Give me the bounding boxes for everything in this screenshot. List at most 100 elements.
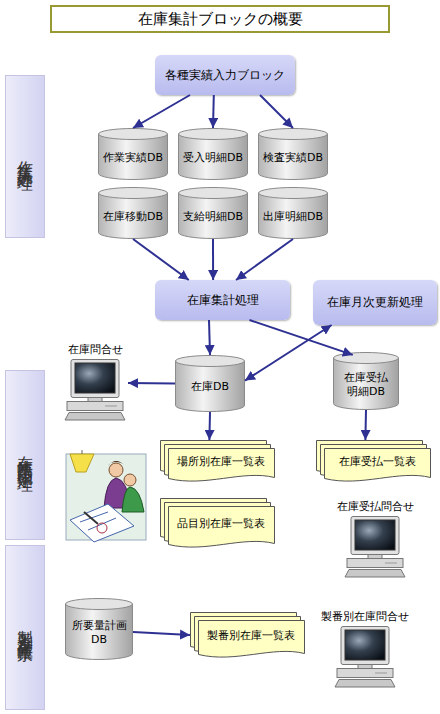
- terminal-label: 製番別在庫問合せ: [321, 610, 409, 624]
- cylinder-top: [179, 188, 248, 199]
- diagram-title: 在庫集計ブロックの概要: [138, 10, 303, 29]
- terminal-node: 製番別在庫問合せ: [313, 610, 417, 702]
- process-box: 在庫集計処理: [155, 280, 290, 320]
- section-band: 作業集計処理: [5, 75, 45, 238]
- cylinder-body: [176, 361, 245, 412]
- text-holder: 在庫DB: [177, 367, 243, 407]
- node-label: 品目別在庫一覧表: [177, 517, 265, 531]
- flow-arrow: [364, 410, 367, 440]
- text-holder: 在庫受払一覧表: [324, 448, 430, 476]
- node-label: 各種実績入力ブロック: [165, 68, 285, 83]
- cylinder-top: [179, 129, 248, 140]
- database-cylinder: 支給明細DB: [178, 187, 248, 239]
- text-holder: 製番別在庫一覧表: [198, 620, 304, 652]
- database-cylinder: 受入明細DB: [178, 128, 248, 180]
- database-cylinder: 在庫DB: [175, 355, 245, 412]
- node-label: 在庫受払 明細DB: [335, 371, 397, 399]
- title-box: 在庫集計ブロックの概要: [50, 5, 390, 33]
- monitor-case: [71, 360, 119, 398]
- node-label: 支給明細DB: [183, 210, 243, 224]
- terminal-node: 在庫受払問合せ: [335, 500, 415, 582]
- node-label: 在庫受払一覧表: [339, 455, 416, 469]
- keyboard: [345, 570, 405, 578]
- text-holder: 受入明細DB: [180, 140, 246, 175]
- node-label: 在庫月次更新処理: [327, 295, 423, 310]
- person-body: [122, 487, 144, 512]
- keyboard: [65, 413, 125, 421]
- node-label: 在庫DB: [191, 380, 229, 394]
- flow-arrow: [250, 320, 353, 355]
- document-page: [199, 621, 305, 658]
- section-band: 在庫帳票印字処理: [5, 370, 45, 540]
- pen: [84, 512, 98, 524]
- terminal-node: 在庫問合せ: [62, 343, 128, 423]
- cylinder-top: [259, 188, 328, 199]
- cylinder-top: [176, 356, 245, 367]
- report-document: 製番別在庫一覧表: [190, 612, 305, 658]
- node-label: 作業実績DB: [103, 151, 163, 165]
- report-document: 場所別在庫一覧表: [160, 440, 275, 482]
- section-band: 製番別在庫帳票: [5, 545, 45, 710]
- person-head: [124, 474, 136, 486]
- flow-arrow: [133, 632, 190, 635]
- text-holder: 製番別在庫問合せ: [313, 610, 417, 624]
- document-page: [325, 449, 431, 482]
- monitor-stand: [88, 398, 102, 402]
- flow-arrow: [208, 412, 211, 440]
- monitor-screen: [345, 630, 385, 660]
- flow-arrow: [212, 239, 214, 280]
- cylinder-body: [179, 193, 248, 239]
- blueprint-mark: [97, 523, 107, 533]
- report-document: 在庫受払一覧表: [316, 440, 431, 482]
- text-holder: 在庫月次更新処理: [313, 280, 437, 325]
- document-page: [169, 449, 275, 482]
- text-holder: 所要量計画 DB: [67, 610, 131, 655]
- database-cylinder: 検査実績DB: [258, 128, 328, 180]
- computer-terminal: [345, 516, 405, 578]
- cylinder-top: [99, 188, 168, 199]
- text-holder: 作業集計処理: [6, 76, 44, 237]
- drive-slot: [105, 406, 117, 407]
- cylinder-body: [259, 193, 328, 239]
- terminal-label: 在庫問合せ: [68, 343, 123, 357]
- database-cylinder: 在庫受払 明細DB: [333, 352, 399, 410]
- person-head: [109, 463, 123, 477]
- section-label: 製番別在庫帳票: [15, 617, 35, 638]
- cylinder-top: [99, 129, 168, 140]
- section-label: 在庫帳票印字処理: [15, 443, 35, 467]
- database-cylinder: 出庫明細DB: [258, 187, 328, 239]
- cylinder-top: [334, 353, 399, 364]
- monitor-screen: [75, 363, 115, 393]
- text-holder: 在庫集計処理: [155, 280, 290, 320]
- node-label: 検査実績DB: [263, 151, 323, 165]
- text-holder: 品目別在庫一覧表: [168, 506, 274, 542]
- blueprint-paper: [70, 504, 134, 542]
- text-holder: 支給明細DB: [180, 199, 246, 234]
- node-label: 製番別在庫一覧表: [207, 629, 295, 643]
- text-holder: 製番別在庫帳票: [6, 546, 44, 709]
- node-label: 場所別在庫一覧表: [177, 455, 265, 469]
- computer-unit: [347, 559, 403, 568]
- monitor-case: [351, 517, 399, 555]
- flow-arrow: [133, 95, 190, 128]
- database-cylinder: 所要量計画 DB: [65, 598, 133, 660]
- process-box: 在庫月次更新処理: [313, 280, 437, 325]
- computer-terminal: [335, 626, 395, 688]
- drive-slot: [385, 563, 397, 564]
- node-label: 在庫移動DB: [103, 210, 163, 224]
- flow-arrow: [212, 95, 215, 128]
- flow-arrow: [133, 239, 189, 280]
- database-cylinder: 作業実績DB: [98, 128, 168, 180]
- text-holder: 在庫帳票印字処理: [6, 371, 44, 539]
- cylinder-body: [99, 134, 168, 180]
- text-holder: 場所別在庫一覧表: [168, 448, 274, 476]
- node-label: 出庫明細DB: [263, 210, 323, 224]
- text-holder: 在庫受払問合せ: [335, 500, 415, 514]
- monitor-screen: [355, 520, 395, 550]
- monitor-stand: [358, 665, 372, 669]
- cylinder-body: [259, 134, 328, 180]
- terminal-label: 在庫受払問合せ: [337, 500, 414, 514]
- monitor-case: [341, 627, 389, 665]
- node-label: 在庫集計処理: [187, 293, 259, 308]
